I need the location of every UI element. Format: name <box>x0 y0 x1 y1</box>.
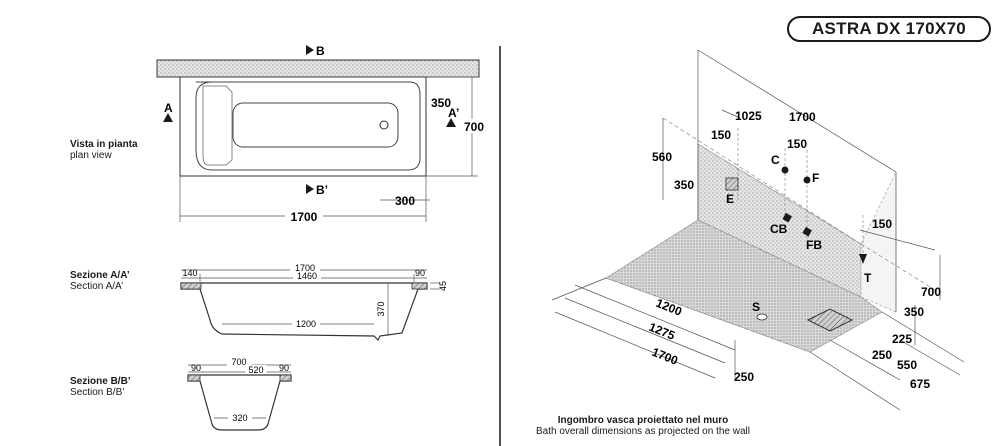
plan-350-dim: 350 <box>431 96 451 110</box>
section-a-left-dim: 140 <box>182 268 197 278</box>
tub-outline <box>179 76 427 177</box>
section-a-bottom-dim: 1200 <box>296 319 316 329</box>
tub-inner-basin <box>195 81 421 171</box>
tub-bottom <box>232 102 399 148</box>
iso-dim-350-left: 350 <box>674 178 694 192</box>
iso-dim-250-b: 250 <box>734 370 754 384</box>
plan-view-label-it: Vista in pianta <box>70 139 138 150</box>
section-a-marker: A <box>164 101 173 115</box>
iso-dim-1700-top: 1700 <box>789 110 816 124</box>
plan-width-dim: 1700 <box>291 210 318 224</box>
section-b-label-it: Sezione B/B’ <box>70 376 131 387</box>
section-a-view: 1700 140 1460 90 1200 370 45 <box>180 263 448 342</box>
plan-depth-dim: 700 <box>464 120 484 134</box>
section-a-rim-dim: 45 <box>438 281 448 291</box>
point-f-icon <box>803 176 811 184</box>
section-a-right-dim: 90 <box>415 268 425 278</box>
section-a-label-en: Section A/A’ <box>70 281 124 292</box>
iso-view: C F E CB FB T S 1025 1700 150 150 560 35… <box>551 49 965 411</box>
section-a-caption: Sezione A/A’ Section A/A’ <box>70 270 130 292</box>
point-s-label: S <box>752 300 760 314</box>
iso-dim-675: 675 <box>910 377 930 391</box>
point-e-icon <box>725 177 739 191</box>
point-fb-icon <box>802 226 812 237</box>
section-b-prime-arrow-icon <box>306 184 314 194</box>
section-b-inner-dim: 520 <box>248 365 263 375</box>
iso-dim-150-a: 150 <box>711 128 731 142</box>
model-title: ASTRA DX 170X70 <box>787 16 991 42</box>
section-b-label-en: Section B/B’ <box>70 387 125 398</box>
iso-caption-it: Ingombro vasca proiettato nel muro <box>557 415 729 426</box>
plan-view-label-en: plan view <box>70 150 112 161</box>
iso-caption: Ingombro vasca proiettato nel muro Bath … <box>508 415 778 437</box>
point-fb-label: FB <box>806 238 822 252</box>
section-a-prime-marker: A’ <box>448 106 459 120</box>
section-b-prime-marker: B’ <box>316 183 328 197</box>
iso-dim-225: 225 <box>892 332 912 346</box>
drain-icon <box>379 120 389 130</box>
section-b-caption: Sezione B/B’ Section B/B’ <box>70 376 131 398</box>
point-s-icon <box>756 313 768 321</box>
section-a-prime-arrow-icon <box>446 118 456 127</box>
plan-300-dim: 300 <box>395 194 415 208</box>
section-a-height-dim: 370 <box>376 301 386 316</box>
iso-dim-560: 560 <box>652 150 672 164</box>
section-a-arrow-icon <box>163 113 173 122</box>
tub-backrest <box>202 85 233 166</box>
iso-dim-1275: 1275 <box>647 320 677 343</box>
section-b-profile <box>187 374 292 431</box>
section-b-bottom-dim: 320 <box>232 413 247 423</box>
section-b-marker: B <box>316 44 325 58</box>
section-a-inner-dim: 1460 <box>297 271 317 281</box>
iso-dim-1025: 1025 <box>735 109 762 123</box>
point-e-label: E <box>726 192 734 206</box>
iso-dim-550: 550 <box>897 358 917 372</box>
section-b-arrow-icon <box>306 45 314 55</box>
section-b-total-dim: 700 <box>231 357 246 367</box>
iso-dim-350-right: 350 <box>904 305 924 319</box>
section-b-left-dim: 90 <box>191 363 201 373</box>
plan-view-caption: Vista in pianta plan view <box>70 139 138 161</box>
section-b-view: 700 90 520 90 320 <box>187 357 292 431</box>
iso-dim-150-right: 150 <box>872 217 892 231</box>
point-c-icon <box>781 166 789 174</box>
point-t-arrow-icon <box>859 254 867 264</box>
point-c-label: C <box>771 153 780 167</box>
section-a-total-dim: 1700 <box>295 263 315 273</box>
point-t-label: T <box>864 271 872 285</box>
iso-right-wall <box>860 171 897 313</box>
point-cb-label: CB <box>770 222 788 236</box>
iso-caption-en: Bath overall dimensions as projected on … <box>535 426 750 437</box>
wall-strip <box>156 59 480 78</box>
section-b-right-dim: 90 <box>279 363 289 373</box>
floor-drain-icon <box>806 308 854 332</box>
plan-view: B B’ A A’ 1700 300 700 350 <box>156 44 490 224</box>
section-a-profile <box>180 282 428 342</box>
iso-dim-150-b: 150 <box>787 137 807 151</box>
section-a-label-it: Sezione A/A’ <box>70 270 130 281</box>
point-f-label: F <box>812 171 819 185</box>
iso-dim-250-a: 250 <box>872 348 892 362</box>
iso-dim-700: 700 <box>921 285 941 299</box>
point-cb-icon <box>782 212 792 223</box>
iso-dim-1700-bottom: 1700 <box>650 345 680 368</box>
